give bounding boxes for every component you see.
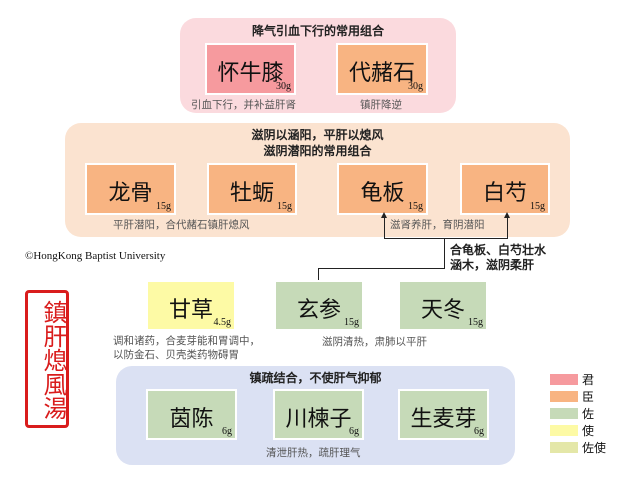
- legend-label: 佐: [582, 407, 595, 421]
- connector: [318, 268, 319, 281]
- caption: 清泄肝热，疏肝理气: [266, 447, 361, 459]
- legend-label: 使: [582, 424, 595, 438]
- caption: 平肝潜阳，合代赭石镇肝熄风: [113, 219, 250, 231]
- group-title: 降气引血下行的常用组合: [251, 24, 384, 38]
- legend-label: 佐使: [582, 441, 607, 455]
- group-title: 镇疏结合，不使肝气抑郁: [249, 371, 382, 385]
- arrow-line: [507, 216, 508, 238]
- group-title: 滋阴以涵阳，平肝以熄风: [251, 128, 384, 142]
- copyright: ©HongKong Baptist University: [25, 250, 166, 262]
- connector: [444, 238, 445, 268]
- legend-label: 君: [582, 373, 595, 387]
- group-subtitle: 滋阴潜阳的常用组合: [263, 144, 372, 158]
- arrowhead-icon: [504, 212, 510, 218]
- legend-label: 臣: [582, 390, 595, 404]
- legend-swatch-zuoshi: [550, 442, 578, 453]
- legend-swatch-chen: [550, 391, 578, 402]
- caption: 以防金石、贝壳类药物碍胃: [113, 349, 239, 361]
- caption: 镇肝降逆: [360, 99, 402, 111]
- legend-swatch-shi: [550, 425, 578, 436]
- connector: [384, 238, 508, 239]
- caption: 滋肾养肝，育阴潜阳: [390, 219, 485, 231]
- arrowhead-icon: [381, 212, 387, 218]
- arrow-line: [384, 216, 385, 238]
- caption: 滋阴清热，肃肺以平肝: [322, 336, 427, 348]
- seal: 鎮肝熄風湯: [25, 290, 69, 428]
- arrow-note: 合龟板、白芍壮水涵木，滋阴柔肝: [450, 243, 547, 272]
- caption: 引血下行，并补益肝肾: [191, 99, 296, 111]
- legend-swatch-jun: [550, 374, 578, 385]
- legend-swatch-zuo: [550, 408, 578, 419]
- connector: [318, 268, 445, 269]
- caption: 调和诸药，合麦芽能和胃调中，: [113, 335, 260, 347]
